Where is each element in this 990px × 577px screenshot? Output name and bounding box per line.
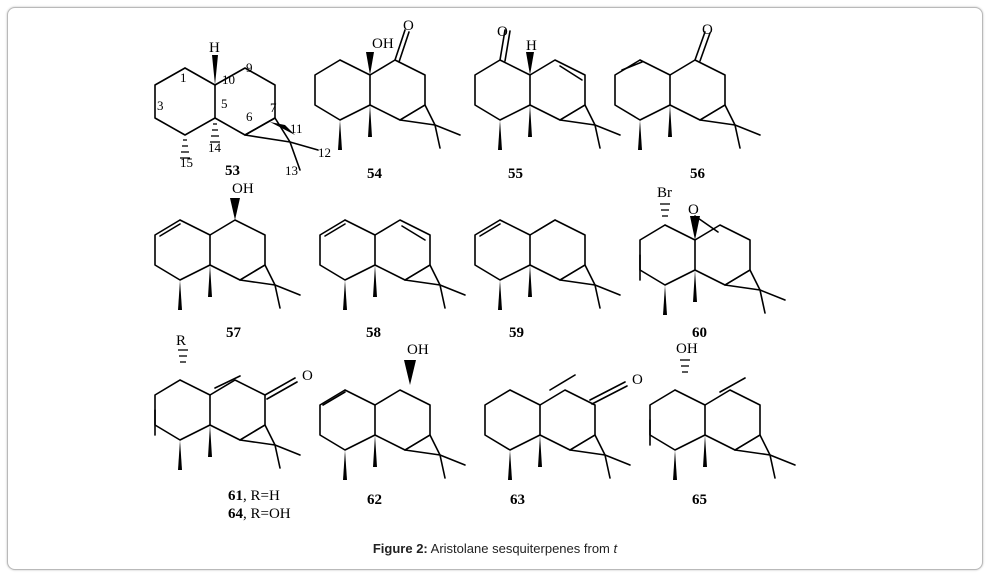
compound-label-65: 65 [692, 492, 707, 508]
figure-frame [7, 7, 983, 570]
compound-label-56: 56 [690, 166, 706, 182]
compound-label-57: 57 [226, 325, 242, 341]
compound-label-59: 59 [509, 325, 524, 341]
atom-O-56: O [702, 22, 713, 38]
figure-caption: Figure 2: Aristolane sesquiterpenes from… [0, 541, 990, 556]
atom-OH-65: OH [676, 341, 698, 357]
caption-text: Aristolane sesquiterpenes from [430, 541, 610, 556]
atom-O-61: O [302, 368, 313, 384]
locant-15: 15 [180, 155, 193, 170]
atom-O-54: O [403, 18, 414, 34]
compound-54: OH O 54 [314, 18, 461, 182]
compound-label-53: 53 [225, 163, 240, 179]
compound-59: 59 [474, 219, 621, 341]
atom-Br-60: Br [657, 185, 672, 201]
atom-O-63: O [632, 372, 643, 388]
compound-label-64: 64, R=OH [228, 506, 291, 522]
compound-61-64: R O 61, R=H 64, R=OH [154, 333, 313, 522]
compound-label-54: 54 [367, 166, 383, 182]
locant-10: 10 [222, 72, 235, 87]
locant-1: 1 [180, 70, 187, 85]
atom-OH-54: OH [372, 36, 394, 52]
compound-55: O H 55 [474, 24, 621, 182]
compound-65: OH 65 [649, 341, 796, 508]
locant-12: 12 [318, 145, 331, 160]
locant-13: 13 [285, 163, 298, 178]
compound-58: 58 [319, 219, 466, 341]
caption-label: Figure 2: [372, 541, 428, 556]
atom-H-55: H [526, 38, 537, 54]
locant-3: 3 [157, 98, 164, 113]
atom-OH-57: OH [232, 181, 254, 197]
compound-62: OH 62 [319, 342, 466, 508]
compound-label-55: 55 [508, 166, 523, 182]
atom-OH-62: OH [407, 342, 429, 358]
atom-R-61: R [176, 333, 186, 349]
compound-63: O 63 [484, 372, 643, 508]
locant-6: 6 [246, 109, 253, 124]
compound-60: Br O 60 [639, 185, 786, 341]
compound-label-60: 60 [692, 325, 707, 341]
locant-14: 14 [208, 140, 222, 155]
compound-label-58: 58 [366, 325, 381, 341]
compound-57: OH 57 [154, 181, 301, 341]
locant-11: 11 [290, 121, 303, 136]
atom-O-55: O [497, 24, 508, 40]
compound-label-63: 63 [510, 492, 525, 508]
compound-label-62: 62 [367, 492, 382, 508]
caption-tail: t [613, 541, 618, 556]
atom-O-60: O [688, 202, 699, 218]
locant-9: 9 [246, 60, 253, 75]
compound-53: H 1 9 10 5 3 6 7 11 14 15 12 13 53 [154, 40, 331, 179]
atom-H-53: H [209, 40, 220, 56]
compound-56: O 56 [614, 22, 761, 182]
locant-7: 7 [270, 100, 277, 115]
locant-5: 5 [221, 96, 228, 111]
compound-label-61: 61, R=H [228, 488, 280, 504]
